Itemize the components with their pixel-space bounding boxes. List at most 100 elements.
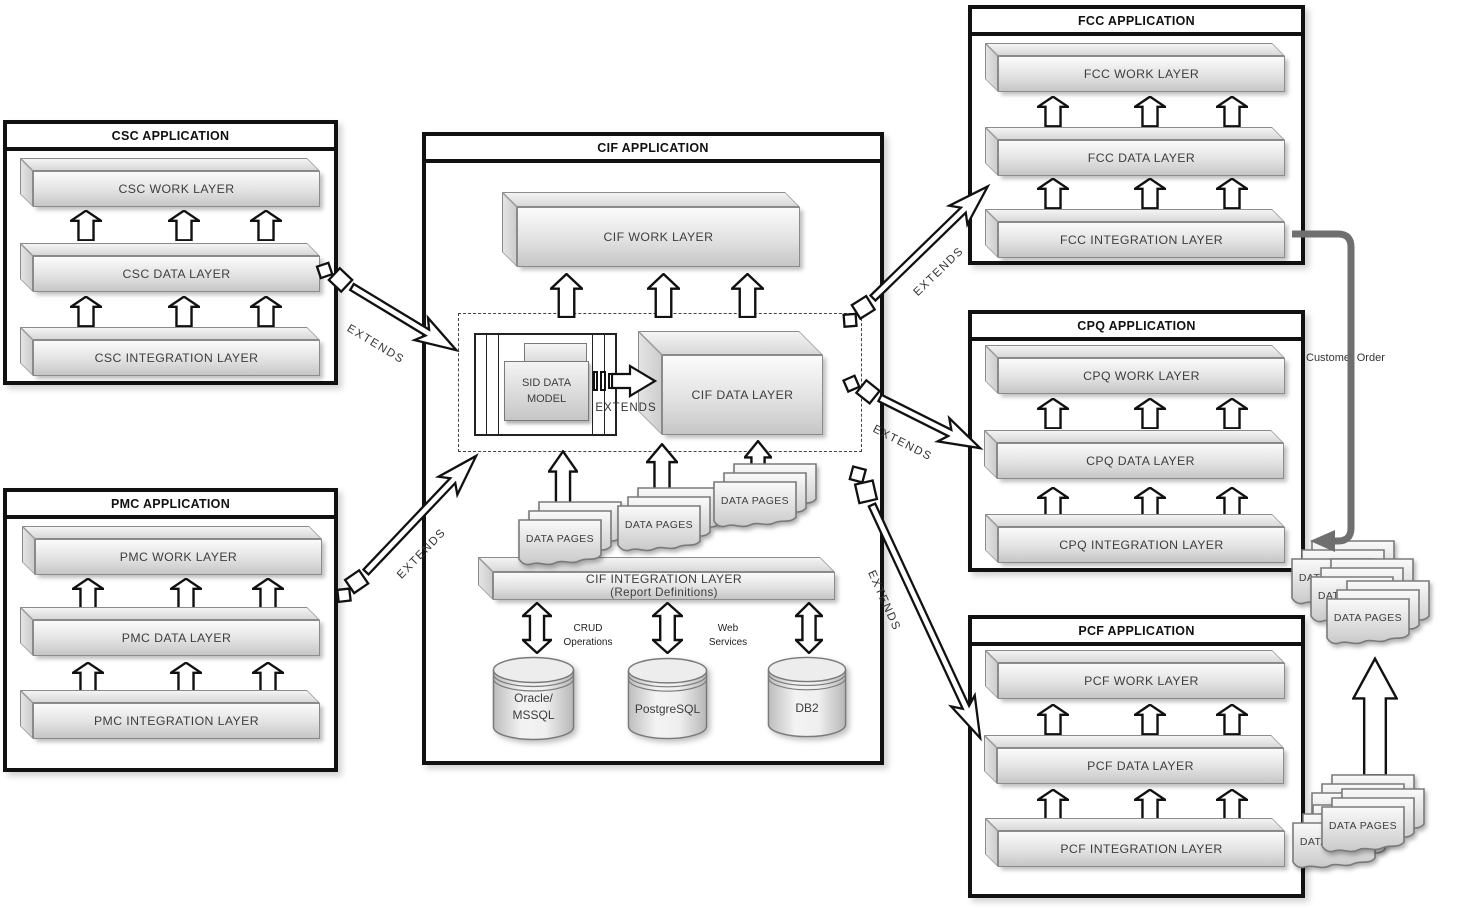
cpq-integration-layer-box: CPQ INTEGRATION LAYER bbox=[985, 514, 1285, 563]
data-pages-label: DATA PAGES bbox=[1328, 820, 1398, 832]
extends-label: EXTENDS bbox=[595, 402, 657, 414]
csc-work-layer-label: CSC WORK LAYER bbox=[118, 182, 235, 196]
up-arrow bbox=[1134, 789, 1166, 820]
up-arrow bbox=[1037, 398, 1069, 429]
double-arrow bbox=[522, 602, 552, 654]
pcf-data-layer-label: PCF DATA LAYER bbox=[1087, 759, 1194, 773]
cif-work-layer-label: CIF WORK LAYER bbox=[603, 230, 714, 244]
fcc-integration-layer-label: FCC INTEGRATION LAYER bbox=[1059, 233, 1224, 247]
pmc-data-layer-label: PMC DATA LAYER bbox=[121, 631, 232, 645]
up-arrow bbox=[1216, 789, 1248, 820]
up-arrow bbox=[252, 578, 284, 609]
extends-right-arrow bbox=[611, 363, 657, 399]
cpq-integration-layer-label: CPQ INTEGRATION LAYER bbox=[1059, 538, 1224, 552]
data-pages-stack: DATA PAGES bbox=[1321, 788, 1425, 856]
up-arrow bbox=[170, 578, 202, 609]
cif-data-layer-label: CIF DATA LAYER bbox=[691, 388, 794, 402]
csc-data-layer-label: CSC DATA LAYER bbox=[122, 267, 231, 281]
up-arrow bbox=[1216, 398, 1248, 429]
pmc-integration-layer-box: PMC INTEGRATION LAYER bbox=[20, 690, 320, 739]
up-arrow bbox=[550, 273, 583, 318]
data-pages-label: DATA PAGES bbox=[525, 533, 595, 545]
port-bar bbox=[600, 371, 606, 391]
up-arrow bbox=[1037, 178, 1069, 209]
sid-data-model-folder-tab bbox=[524, 343, 587, 362]
database-label: DB2 bbox=[795, 701, 819, 715]
double-arrow bbox=[652, 602, 683, 654]
csc-integration-layer-box: CSC INTEGRATION LAYER bbox=[20, 327, 320, 376]
data-pages-stack: DATA PAGES bbox=[713, 463, 817, 531]
csc-application-title: CSC APPLICATION bbox=[7, 124, 334, 151]
cif-application-title: CIF APPLICATION bbox=[426, 136, 880, 163]
database-oracle-mssql: Oracle/ MSSQL bbox=[492, 656, 575, 742]
cif-work-layer-box: CIF WORK LAYER bbox=[502, 192, 800, 267]
cif-integration-layer-box: CIF INTEGRATION LAYER (Report Definition… bbox=[478, 557, 835, 600]
port-bar bbox=[593, 371, 598, 391]
fcc-application-title: FCC APPLICATION bbox=[972, 9, 1301, 36]
up-arrow bbox=[647, 273, 680, 318]
customer-order-label: Customer Order bbox=[1306, 352, 1385, 364]
cpq-work-layer-label: CPQ WORK LAYER bbox=[1083, 369, 1200, 383]
cpq-data-layer-box: CPQ DATA LAYER bbox=[984, 430, 1284, 479]
fcc-work-layer-label: FCC WORK LAYER bbox=[1083, 67, 1200, 81]
pcf-integration-layer-label: PCF INTEGRATION LAYER bbox=[1060, 842, 1223, 856]
up-arrow bbox=[1216, 178, 1248, 209]
double-arrow bbox=[795, 602, 823, 654]
fcc-integration-layer-box: FCC INTEGRATION LAYER bbox=[985, 209, 1285, 258]
up-arrow bbox=[731, 273, 764, 318]
pcf-data-layer-box: PCF DATA LAYER bbox=[984, 735, 1284, 784]
up-arrow bbox=[1134, 704, 1166, 735]
database-postgresql: PostgreSQL bbox=[627, 657, 708, 741]
up-arrow bbox=[70, 296, 102, 327]
fcc-data-layer-box: FCC DATA LAYER bbox=[985, 127, 1285, 176]
data-pages-label: DATA PAGES bbox=[1333, 612, 1403, 624]
sid-data-model-folder: SID DATA MODEL bbox=[504, 361, 589, 421]
pmc-data-layer-box: PMC DATA LAYER bbox=[20, 607, 320, 656]
cif-integration-layer-line2: (Report Definitions) bbox=[610, 586, 718, 600]
up-arrow bbox=[1134, 398, 1166, 429]
up-arrow bbox=[1216, 96, 1248, 127]
database-label: Oracle/ MSSQL bbox=[512, 691, 555, 722]
up-arrow bbox=[1037, 789, 1069, 820]
up-arrow bbox=[252, 662, 284, 693]
sid-data-model-line2: MODEL bbox=[526, 393, 567, 405]
up-arrow bbox=[1216, 704, 1248, 735]
up-arrow bbox=[250, 296, 282, 327]
csc-data-layer-box: CSC DATA LAYER bbox=[20, 243, 320, 292]
pmc-work-layer-box: PMC WORK LAYER bbox=[22, 526, 322, 575]
pmc-integration-layer-label: PMC INTEGRATION LAYER bbox=[93, 714, 260, 728]
database-db2: DB2 bbox=[767, 656, 847, 739]
crud-operations-label: CRUD Operations bbox=[563, 623, 613, 648]
cpq-work-layer-box: CPQ WORK LAYER bbox=[985, 345, 1285, 394]
up-arrow bbox=[1134, 178, 1166, 209]
fcc-work-layer-box: FCC WORK LAYER bbox=[985, 43, 1285, 92]
up-arrow bbox=[168, 296, 200, 327]
pcf-work-layer-label: PCF WORK LAYER bbox=[1084, 674, 1199, 688]
up-arrow bbox=[170, 662, 202, 693]
up-arrow bbox=[1037, 96, 1069, 127]
csc-integration-layer-label: CSC INTEGRATION LAYER bbox=[94, 351, 259, 365]
pmc-application-title: PMC APPLICATION bbox=[7, 492, 334, 519]
up-arrow bbox=[250, 210, 282, 241]
data-pages-stack: DATA PAGES bbox=[518, 501, 622, 569]
pcf-integration-layer-box: PCF INTEGRATION LAYER bbox=[985, 818, 1285, 867]
up-arrow bbox=[1037, 704, 1069, 735]
cif-integration-layer-line1: CIF INTEGRATION LAYER bbox=[585, 572, 743, 587]
up-arrow bbox=[168, 210, 200, 241]
data-pages-label: DATA PAGES bbox=[720, 495, 790, 507]
database-label: PostgreSQL bbox=[634, 702, 701, 716]
up-arrow bbox=[1352, 656, 1398, 778]
csc-work-layer-box: CSC WORK LAYER bbox=[20, 158, 320, 207]
cpq-application-title: CPQ APPLICATION bbox=[972, 314, 1301, 341]
up-arrow bbox=[1134, 96, 1166, 127]
pmc-work-layer-label: PMC WORK LAYER bbox=[119, 550, 238, 564]
pcf-application-title: PCF APPLICATION bbox=[972, 619, 1301, 646]
up-arrow bbox=[70, 210, 102, 241]
fcc-data-layer-label: FCC DATA LAYER bbox=[1087, 151, 1196, 165]
cif-integration-layer-label: CIF INTEGRATION LAYER (Report Definition… bbox=[493, 572, 835, 600]
data-pages-stack: DATA PAGES bbox=[617, 487, 721, 555]
extends-label: EXTENDS bbox=[911, 245, 966, 299]
pcf-work-layer-box: PCF WORK LAYER bbox=[985, 650, 1285, 699]
web-services-label: Web Services bbox=[708, 623, 748, 648]
cif-data-layer-box: CIF DATA LAYER bbox=[638, 331, 823, 435]
